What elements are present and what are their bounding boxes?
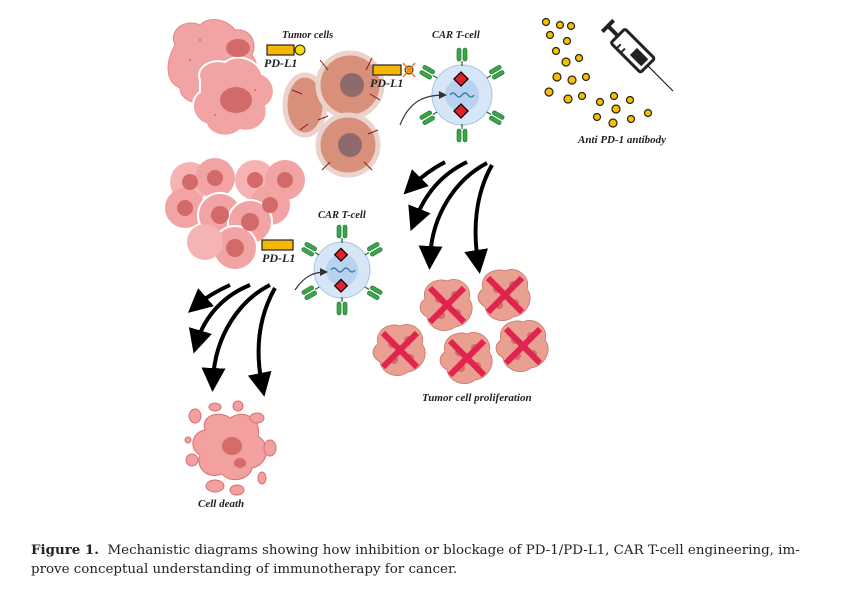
anti-pd1-antibody-label: Anti PD-1 antibody (577, 134, 666, 146)
pd-l1-label-c: PD-L1 (262, 251, 295, 265)
dead-cell-fragments (184, 400, 277, 496)
anti-pd1-antibody-particles (541, 17, 653, 128)
car-t-cell-top (399, 47, 506, 143)
arrows-to-cell-death (187, 283, 277, 397)
pd-l1-label-b: PD-L1 (370, 76, 403, 90)
car-t-cell-label-mid: CAR T-cell (318, 210, 366, 221)
tumor-cells-label: Tumor cells (282, 30, 333, 41)
figure-caption: Figure 1. Mechanistic diagrams showing h… (31, 541, 831, 579)
car-t-cell-middle (294, 224, 384, 316)
caption-figure-label: Figure 1. (31, 542, 99, 558)
blocked-tumor-3 (372, 323, 426, 377)
caption-text-line1: Mechanistic diagrams showing how inhibit… (107, 543, 800, 558)
blocked-tumor-5 (495, 319, 549, 373)
pd-l1-marker-b-blocked (372, 62, 416, 78)
pd-l1-marker-a (266, 44, 306, 56)
car-t-cell-label-top: CAR T-cell (432, 30, 480, 41)
dna-icon (330, 267, 356, 273)
tumor-proliferation-label: Tumor cell proliferation (422, 392, 532, 404)
caption-text-line2: prove conceptual understanding of immuno… (31, 562, 458, 577)
tumor-cell-pink-cluster-middle (165, 158, 305, 271)
immunotherapy-diagram: PD-L1 Tumor cells PD-L1 CAR T-cell (165, 17, 674, 510)
pd-l1-label-a: PD-L1 (264, 56, 297, 70)
arrows-to-proliferation (403, 160, 494, 274)
syringe-icon (600, 18, 674, 92)
blocked-tumor-4 (439, 331, 493, 385)
tumor-cell-pink-cluster-top (167, 19, 275, 137)
pd-l1-marker-c (261, 239, 294, 251)
tumor-cells-vascularized (282, 50, 385, 178)
tumor-proliferation-blocked (372, 268, 549, 385)
blocked-tumor-2 (477, 268, 531, 322)
dna-icon (449, 92, 475, 98)
blocked-tumor-1 (419, 278, 473, 332)
cell-death-label: Cell death (198, 498, 244, 510)
